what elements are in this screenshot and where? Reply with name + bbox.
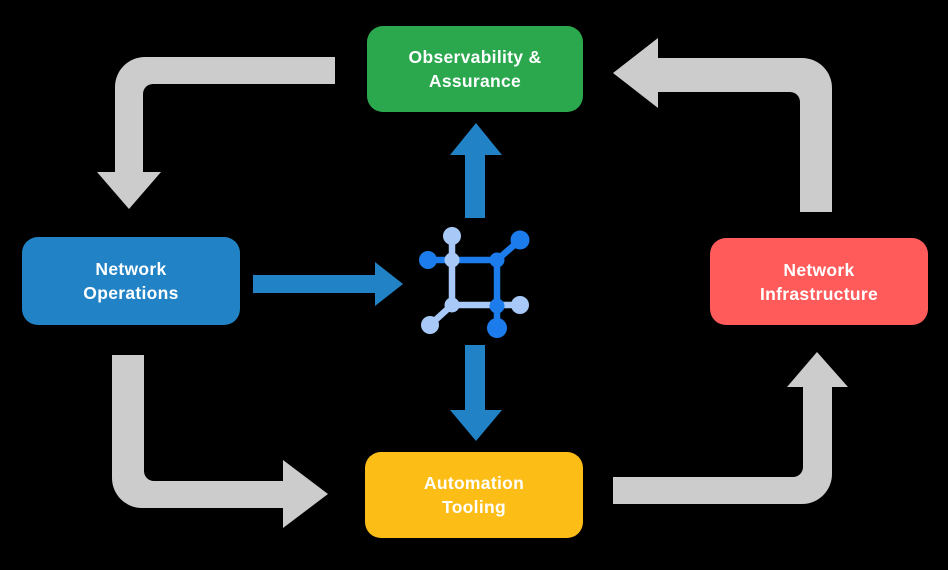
node-label-line: Network xyxy=(95,259,167,279)
flow-arrow-observability-to-operations xyxy=(97,57,335,209)
network-fabric-icon-dark-nodes xyxy=(419,230,530,338)
node-label-line: Automation xyxy=(423,473,525,493)
flow-arrow-infrastructure-to-observability xyxy=(613,38,832,212)
flow-arrow-automation-to-infrastructure xyxy=(613,352,848,504)
data-arrow-operations-to-center xyxy=(253,262,403,306)
data-arrow-center-to-observability xyxy=(450,123,502,218)
node-label-line: Network xyxy=(783,259,855,280)
node-label-line: Tooling xyxy=(442,497,506,517)
node-label-line: Assurance xyxy=(428,71,522,91)
flow-arrow-operations-to-automation xyxy=(112,355,328,528)
node-label-line: Infrastructure xyxy=(760,283,878,304)
network-fabric-icon-light-nodes xyxy=(421,227,529,334)
node-observability-assurance: Observability & Assurance xyxy=(367,26,583,112)
node-network-infrastructure: Network Infrastructure xyxy=(710,238,928,325)
data-arrow-center-to-automation xyxy=(450,345,502,441)
node-label-line: Operations xyxy=(83,283,179,303)
node-automation-tooling: Automation Tooling xyxy=(365,452,583,538)
network-fabric-icon xyxy=(419,227,530,338)
node-label-line: Observability & xyxy=(408,47,542,67)
node-network-operations: Network Operations xyxy=(22,237,240,325)
